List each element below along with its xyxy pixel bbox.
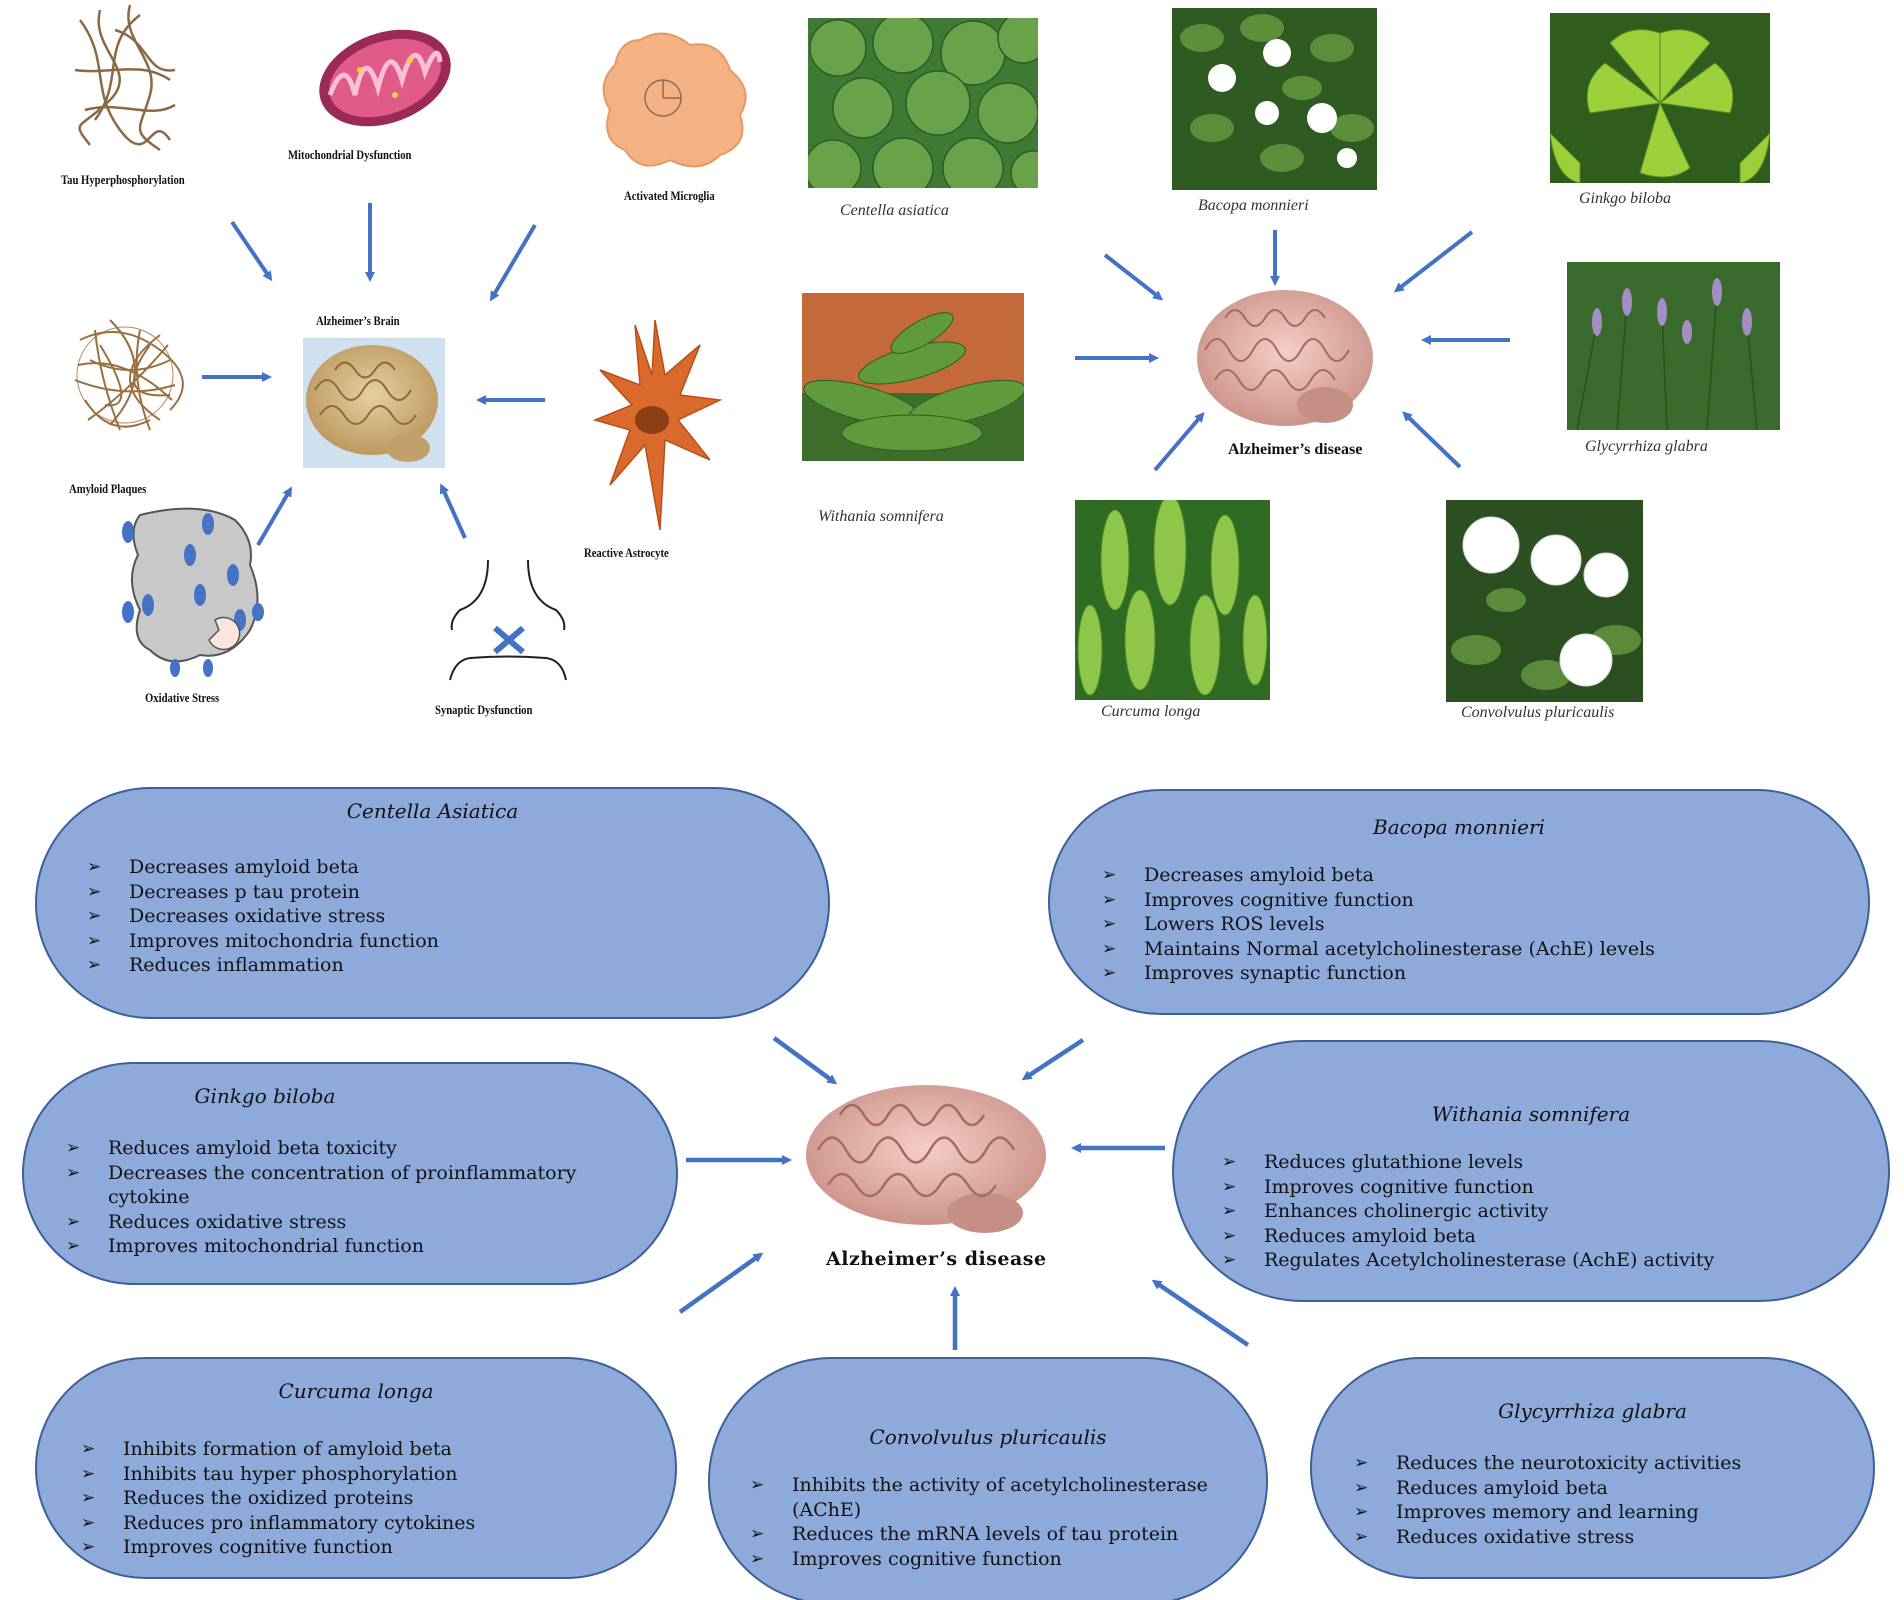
- plants-ad-label: Alzheimer’s disease: [1228, 441, 1363, 458]
- oxidative-stress-drawing: [122, 507, 264, 677]
- list-item: Regulates Acetylcholinesterase (AchE) ac…: [1222, 1248, 1714, 1273]
- centella-label: Centella asiatica: [840, 202, 949, 219]
- withania-box: Withania somnifera Reduces glutathione l…: [1172, 1040, 1890, 1302]
- convolvulus-box: Convolvulus pluricaulis Inhibits the act…: [708, 1357, 1268, 1600]
- list-item: Reduces the neurotoxicity activities: [1354, 1451, 1741, 1476]
- list-item: Lowers ROS levels: [1102, 912, 1655, 937]
- list-item: Reduces oxidative stress: [1354, 1525, 1741, 1550]
- list-item: Improves synaptic function: [1102, 961, 1655, 986]
- microglia-label: Activated Microglia: [624, 188, 715, 203]
- mitochondrion-drawing: [319, 29, 451, 127]
- astrocyte-drawing: [592, 319, 723, 531]
- box-arrows: [678, 1036, 1250, 1350]
- bacopa-photo: [1172, 8, 1377, 190]
- box-title: Centella Asiatica: [346, 799, 519, 823]
- ad-brain-label: Alzheimer’s Brain: [316, 313, 400, 328]
- oxidative-label: Oxidative Stress: [145, 690, 220, 705]
- center-ad-label: Alzheimer’s disease: [826, 1248, 1047, 1270]
- box-title: Glycyrrhiza glabra: [1498, 1399, 1687, 1423]
- list-item: Improves mitochondrial function: [66, 1234, 626, 1259]
- list-item: Decreases amyloid beta: [1102, 863, 1655, 888]
- list-item: Decreases p tau protein: [87, 880, 439, 905]
- convolvulus-list: Inhibits the activity of acetylcholinest…: [750, 1473, 1230, 1571]
- mito-label: Mitochondrial Dysfunction: [288, 147, 412, 162]
- list-item: Reduces the oxidized proteins: [81, 1486, 475, 1511]
- list-item: Reduces oxidative stress: [66, 1210, 626, 1235]
- curcuma-list: Inhibits formation of amyloid beta Inhib…: [81, 1437, 475, 1560]
- list-item: Reduces the mRNA levels of tau protein: [750, 1522, 1230, 1547]
- ad-brain-photo: [306, 345, 438, 462]
- plant-arrows: [1075, 230, 1510, 472]
- box-title: Ginkgo biloba: [194, 1084, 336, 1108]
- list-item: Improves mitochondria function: [87, 929, 439, 954]
- list-item: Enhances cholinergic activity: [1222, 1199, 1714, 1224]
- convolvulus-photo: [1446, 500, 1643, 702]
- amyloid-plaque-drawing: [74, 319, 184, 431]
- list-item: Reduces pro inflammatory cytokines: [81, 1511, 475, 1536]
- list-item: Decreases the concentration of proinflam…: [66, 1161, 626, 1210]
- centella-photo: [808, 18, 1038, 188]
- ginkgo-box: Ginkgo biloba Reduces amyloid beta toxic…: [22, 1062, 678, 1285]
- list-item: Decreases oxidative stress: [87, 904, 439, 929]
- list-item: Reduces amyloid beta: [1354, 1476, 1741, 1501]
- list-item: Improves cognitive function: [750, 1547, 1230, 1572]
- list-item: Reduces amyloid beta: [1222, 1224, 1714, 1249]
- box-title: Curcuma longa: [278, 1379, 434, 1403]
- synaptic-label: Synaptic Dysfunction: [435, 702, 533, 717]
- list-item: Maintains Normal acetylcholinesterase (A…: [1102, 937, 1655, 962]
- list-item: Reduces amyloid beta toxicity: [66, 1136, 626, 1161]
- withania-list: Reduces glutathione levels Improves cogn…: [1222, 1150, 1714, 1273]
- pathology-arrows: [202, 203, 545, 547]
- box-title: Bacopa monnieri: [1373, 815, 1545, 839]
- ad-brain-center: [800, 1082, 1048, 1240]
- list-item: Inhibits the activity of acetylcholinest…: [750, 1473, 1230, 1522]
- glycyrrhiza-list: Reduces the neurotoxicity activities Red…: [1354, 1451, 1741, 1549]
- curcuma-label: Curcuma longa: [1101, 703, 1201, 720]
- list-item: Inhibits tau hyper phosphorylation: [81, 1462, 475, 1487]
- curcuma-photo: [1075, 500, 1270, 700]
- ad-brain-top-right: [1197, 290, 1373, 426]
- ginkgo-label: Ginkgo biloba: [1579, 190, 1671, 207]
- list-item: Reduces glutathione levels: [1222, 1150, 1714, 1175]
- ginkgo-photo: [1550, 13, 1770, 183]
- centella-list: Decreases amyloid beta Decreases p tau p…: [87, 855, 439, 978]
- glycyrrhiza-photo: [1567, 262, 1780, 430]
- glycyrrhiza-label: Glycyrrhiza glabra: [1585, 438, 1708, 455]
- microglia-drawing: [602, 32, 747, 168]
- amyloid-label: Amyloid Plaques: [69, 481, 147, 496]
- centella-box: Centella Asiatica Decreases amyloid beta…: [35, 787, 830, 1019]
- withania-label: Withania somnifera: [818, 508, 944, 525]
- box-title: Convolvulus pluricaulis: [869, 1425, 1107, 1449]
- synapse-drawing: [449, 559, 567, 681]
- tau-tangle-drawing: [74, 4, 176, 152]
- astrocyte-label: Reactive Astrocyte: [584, 545, 669, 560]
- list-item: Decreases amyloid beta: [87, 855, 439, 880]
- tau-label: Tau Hyperphosphorylation: [61, 172, 185, 187]
- list-item: Inhibits formation of amyloid beta: [81, 1437, 475, 1462]
- curcuma-box: Curcuma longa Inhibits formation of amyl…: [35, 1357, 677, 1579]
- bacopa-list: Decreases amyloid beta Improves cognitiv…: [1102, 863, 1655, 986]
- list-item: Reduces inflammation: [87, 953, 439, 978]
- convolvulus-label: Convolvulus pluricaulis: [1461, 704, 1615, 721]
- list-item: Improves cognitive function: [1102, 888, 1655, 913]
- bacopa-box: Bacopa monnieri Decreases amyloid beta I…: [1048, 789, 1870, 1015]
- withania-photo: [802, 293, 1024, 461]
- list-item: Improves cognitive function: [1222, 1175, 1714, 1200]
- ginkgo-list: Reduces amyloid beta toxicity Decreases …: [66, 1136, 626, 1259]
- glycyrrhiza-box: Glycyrrhiza glabra Reduces the neurotoxi…: [1310, 1357, 1875, 1579]
- bacopa-label: Bacopa monnieri: [1198, 197, 1309, 214]
- list-item: Improves cognitive function: [81, 1535, 475, 1560]
- box-title: Withania somnifera: [1431, 1102, 1631, 1126]
- list-item: Improves memory and learning: [1354, 1500, 1741, 1525]
